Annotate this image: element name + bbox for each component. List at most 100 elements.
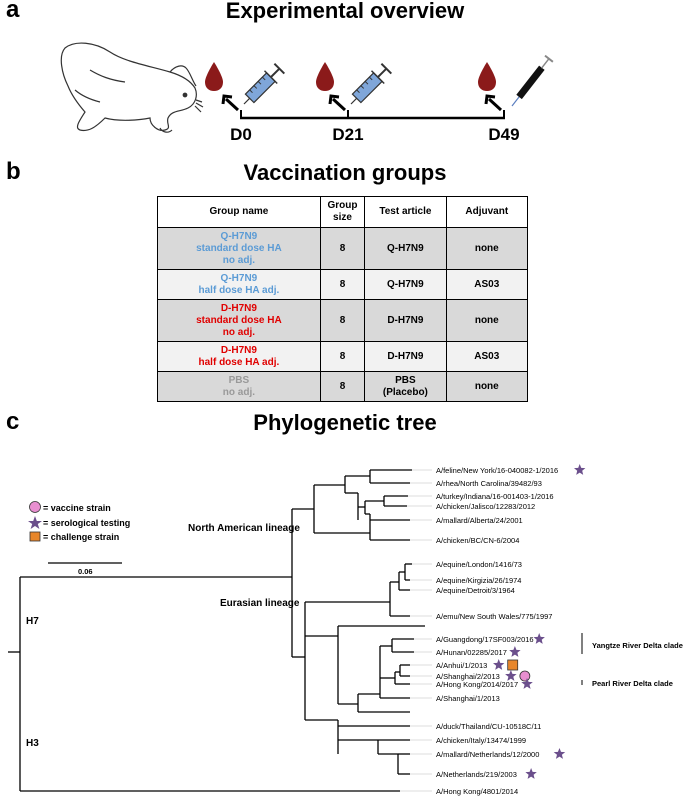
phylogenetic-tree: = vaccine strain = serological testing =… (8, 464, 683, 796)
adjuvant-cell: none (445, 299, 529, 342)
star-icon (493, 659, 505, 670)
challenge-square-icon (507, 659, 519, 671)
timepoint-label: D21 (332, 125, 363, 144)
challenge-syringe-icon (511, 54, 554, 107)
taxon-label: A/Shanghai/2/2013 (436, 672, 500, 681)
group-name-line: Q-H7N9 (220, 272, 258, 284)
group-name-line: no adj. (222, 326, 256, 338)
adjuvant-cell: none (445, 371, 529, 402)
taxon-label: A/turkey/Indiana/16-001403-1/2016 (436, 492, 554, 501)
adjuvant-cell: AS03 (445, 269, 529, 300)
star-icon (533, 633, 545, 644)
test-article-cell: D-H7N9 (364, 299, 447, 342)
arrow-icon (484, 94, 503, 112)
group-size-cell: 8 (319, 341, 366, 372)
group-name-line: half dose HA adj. (198, 356, 280, 368)
panel-a-letter: a (6, 0, 20, 23)
blood-drop-icon (316, 62, 334, 91)
taxon-label: A/duck/Thailand/CU-10518C/11 (436, 722, 541, 731)
legend-challenge-label: = challenge strain (43, 532, 119, 542)
test-article-cell: Q-H7N9 (364, 269, 447, 300)
challenge-square-icon (29, 531, 41, 542)
table-header-row: Group name Group size Test article Adjuv… (157, 196, 529, 228)
star-icon (574, 464, 586, 475)
group-size-cell: 8 (319, 227, 366, 270)
tree-branches (8, 469, 425, 792)
test-article-cell: Q-H7N9 (364, 227, 447, 270)
column-header: Group size (319, 196, 366, 228)
group-name-line: D-H7N9 (220, 302, 257, 314)
taxon-label: A/rhea/North Carolina/39482/93 (436, 479, 542, 488)
test-article-cell: D-H7N9 (364, 341, 447, 372)
blood-drop-icon (478, 62, 496, 91)
column-header: Group name (157, 196, 321, 228)
eurasian-lineage-label: Eurasian lineage (220, 598, 300, 609)
group-name-line: standard dose HA (196, 242, 282, 254)
panel-c-title: Phylogenetic tree (253, 410, 437, 435)
group-name-line: no adj. (222, 254, 256, 266)
legend-serological-label: = serological testing (43, 518, 130, 528)
timepoint-label: D0 (230, 125, 252, 144)
h3-label: H3 (26, 738, 39, 749)
panel-b-title: Vaccination groups (243, 160, 447, 185)
syringe-icon (350, 62, 393, 105)
group-size-cell: 8 (319, 269, 366, 300)
taxon-label: A/Shanghai/1/2013 (436, 694, 500, 703)
taxon-label: A/chicken/Jalisco/12283/2012 (436, 502, 535, 511)
star-icon (509, 646, 521, 657)
legend-vaccine-label: = vaccine strain (43, 503, 111, 513)
vaccine-circle-icon (29, 501, 41, 513)
syringe-icon (243, 62, 286, 105)
taxon-label: A/equine/Detroit/3/1964 (436, 586, 515, 595)
blood-drop-icon (205, 62, 223, 91)
star-icon (525, 768, 537, 779)
north-american-lineage-label: North American lineage (188, 523, 300, 534)
adjuvant-cell: AS03 (445, 341, 529, 372)
column-header: Test article (364, 196, 447, 228)
pearl-clade-label: Pearl River Delta clade (592, 679, 673, 688)
star-icon (505, 670, 517, 681)
group-name-line: Q-H7N9 (220, 230, 258, 242)
taxon-label: A/Hunan/02285/2017 (436, 648, 507, 657)
group-size-cell: 8 (319, 371, 366, 402)
h7-label: H7 (26, 616, 39, 627)
taxon-label: A/Hong Kong/2014/2017 (436, 680, 518, 689)
vaccination-groups-table: Group name Group size Test article Adjuv… (157, 196, 529, 402)
taxon-label: A/Guangdong/17SF003/2016 (436, 635, 534, 644)
taxon-label: A/mallard/Alberta/24/2001 (436, 516, 523, 525)
panel-a-title: Experimental overview (225, 0, 465, 23)
taxon-label: A/Hong Kong/4801/2014 (436, 787, 518, 796)
group-name-line: half dose HA adj. (198, 284, 280, 296)
taxon-label: A/Netherlands/219/2003 (436, 770, 517, 779)
group-name-line: PBS (228, 374, 250, 386)
test-article-cell: PBS(Placebo) (364, 371, 447, 402)
taxon-label: A/feline/New York/16-040082-1/2016 (436, 466, 558, 475)
taxon-label: A/chicken/BC/CN-6/2004 (436, 536, 519, 545)
group-name-line: no adj. (222, 386, 256, 398)
group-name-line: D-H7N9 (220, 344, 257, 356)
column-header: Adjuvant (445, 196, 529, 228)
tree-legend: = vaccine strain = serological testing =… (28, 501, 130, 576)
adjuvant-cell: none (445, 227, 529, 270)
panel-c-letter: c (6, 408, 20, 435)
ferret-illustration (60, 42, 204, 133)
taxon-label: A/equine/London/1416/73 (436, 560, 522, 569)
panel-b-letter: b (6, 158, 21, 185)
star-icon (28, 516, 42, 529)
taxon-label: A/emu/New South Wales/775/1997 (436, 612, 552, 621)
yangtze-clade-label: Yangtze River Delta clade (592, 641, 683, 650)
star-icon (521, 678, 533, 689)
vaccine-circle-icon (519, 670, 531, 682)
arrow-icon (221, 94, 240, 112)
group-size-cell: 8 (319, 299, 366, 342)
group-name-line: standard dose HA (196, 314, 282, 326)
